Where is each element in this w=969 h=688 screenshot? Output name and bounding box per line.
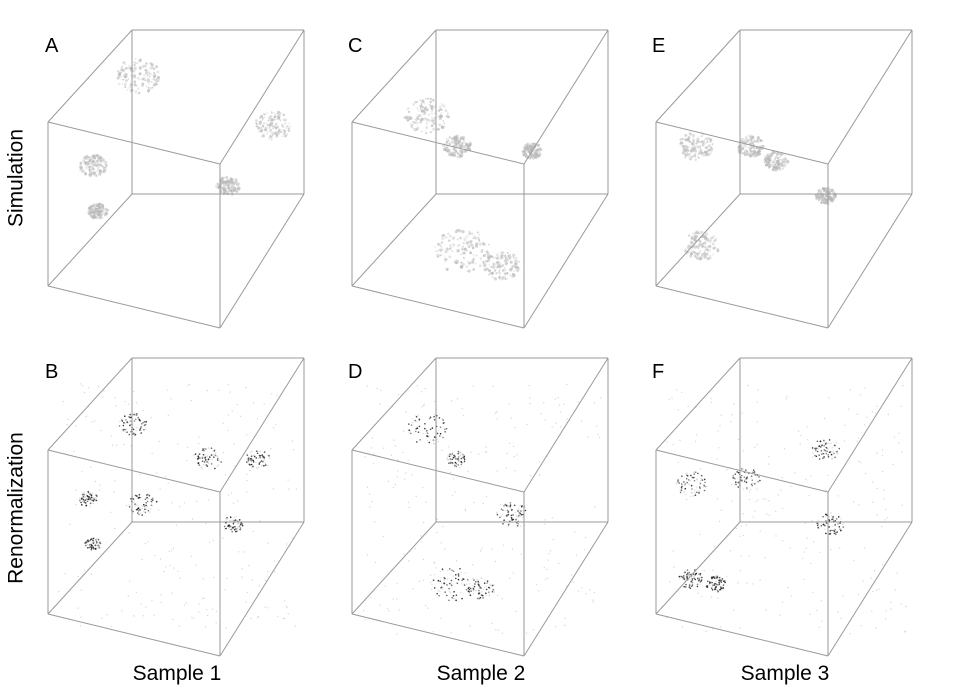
particle-cluster	[814, 186, 837, 205]
particle-cluster	[675, 471, 708, 498]
background-speckle	[666, 384, 907, 635]
particle-cluster	[683, 230, 720, 261]
particle-cluster	[816, 512, 845, 536]
particle-cluster	[678, 569, 703, 590]
panel-letter-e: E	[652, 35, 666, 57]
particle-cluster	[246, 450, 271, 470]
cube-wireframe	[47, 357, 305, 657]
panel-letter-b: B	[45, 361, 59, 383]
particle-cluster	[214, 175, 241, 196]
particle-cluster	[87, 202, 110, 220]
column-label-sample-3: Sample 3	[740, 662, 830, 685]
cube-wireframe	[351, 357, 609, 657]
particle-cluster	[732, 467, 761, 491]
particle-cluster	[679, 131, 714, 161]
particle-cluster	[408, 414, 448, 445]
cube-wireframe	[655, 357, 913, 657]
panel-letter-d: D	[348, 361, 363, 383]
particle-cluster	[446, 450, 466, 468]
particle-cluster	[116, 58, 161, 95]
panel-letter-a: A	[45, 35, 59, 57]
background-speckle	[58, 383, 298, 629]
cube-wireframe	[351, 29, 609, 329]
particle-cluster	[763, 150, 790, 172]
cube-panel-c	[351, 29, 609, 329]
particle-cluster	[442, 134, 472, 159]
cube-wireframe	[655, 29, 913, 329]
column-label-sample-1: Sample 1	[132, 662, 222, 685]
cube-panel-b	[47, 357, 305, 657]
particle-cluster	[482, 251, 521, 281]
cube-panel-a	[47, 29, 305, 329]
particle-cluster	[128, 493, 158, 516]
particle-cluster	[194, 447, 222, 470]
particle-cluster	[521, 142, 543, 160]
particle-cluster	[705, 575, 726, 593]
particle-cluster	[118, 412, 148, 436]
column-label-sample-2: Sample 2	[436, 662, 526, 685]
cube-wireframe	[47, 29, 305, 329]
panel-letter-c: C	[348, 35, 363, 57]
particle-cluster	[84, 537, 102, 551]
particle-cluster	[403, 97, 451, 135]
particle-cluster	[467, 577, 496, 600]
particle-cluster	[255, 110, 292, 141]
row-label-renormalization: Renormalization	[4, 432, 28, 584]
particle-cluster	[223, 516, 244, 533]
particle-cluster	[78, 153, 108, 178]
row-label-simulation: Simulation	[4, 128, 28, 228]
cube-panel-d	[351, 357, 609, 657]
particle-cluster	[496, 502, 527, 528]
cube-panel-e	[655, 29, 913, 329]
particle-cluster	[429, 567, 474, 602]
background-speckle	[363, 383, 602, 635]
cube-panel-f	[655, 357, 913, 657]
particle-cluster	[433, 228, 490, 273]
particle-cluster	[79, 490, 99, 508]
panel-letter-f: F	[652, 361, 665, 383]
particle-cluster	[811, 439, 841, 460]
